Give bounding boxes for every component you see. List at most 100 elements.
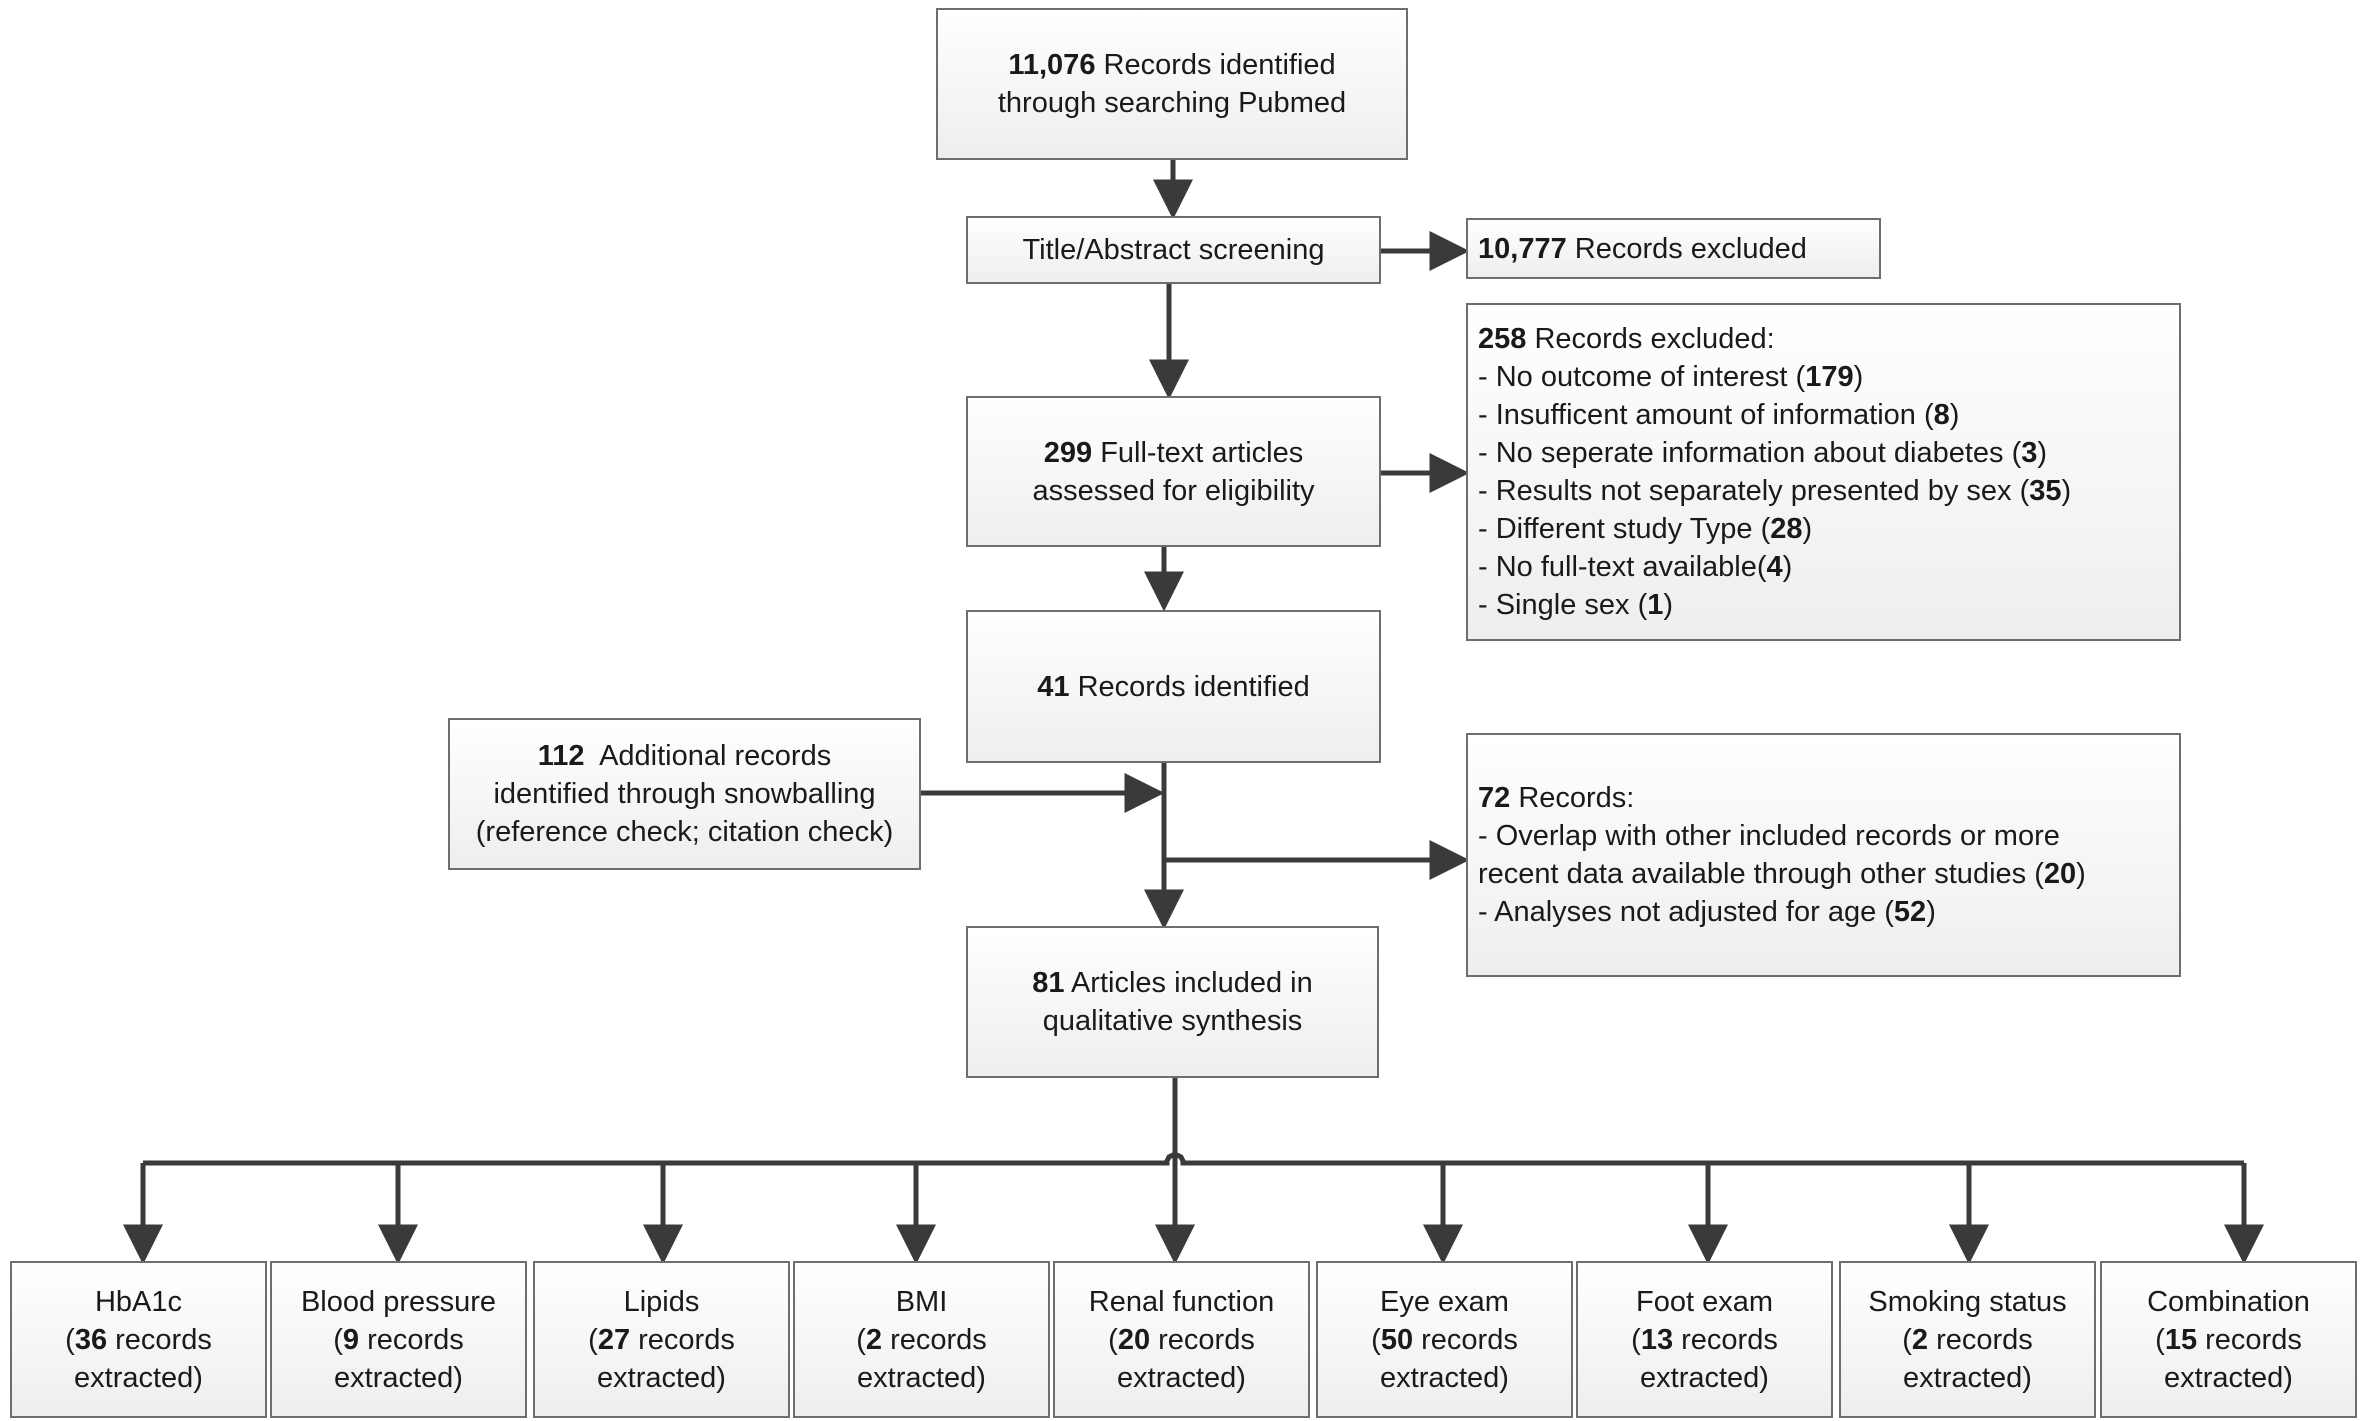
- outcome-box-renal-function: Renal function (20 records extracted): [1053, 1261, 1310, 1418]
- outcome-count-line: (27 records: [588, 1321, 735, 1359]
- exclusion-reason-count: 28: [1770, 513, 1803, 545]
- outcome-count-line: (9 records: [333, 1321, 464, 1359]
- paren-open: (: [1108, 1323, 1118, 1356]
- outcome-box-eye-exam: Eye exam (50 records extracted): [1316, 1261, 1573, 1418]
- exclusion-reason-close: ): [1802, 513, 1813, 545]
- outcome-count: 50: [1380, 1323, 1414, 1356]
- snowball-line-3: (reference check; citation check): [475, 816, 894, 848]
- identification-count: 11,076: [1008, 49, 1096, 81]
- outcome-name: HbA1c: [94, 1285, 183, 1318]
- records-word: records: [107, 1323, 212, 1356]
- records-word: records: [1928, 1323, 2033, 1356]
- fulltext-excluded-count: 258: [1478, 323, 1527, 355]
- outcome-box-lipids: Lipids (27 records extracted): [533, 1261, 790, 1418]
- exclusion-reason-count: 1: [1647, 589, 1664, 621]
- screening-excluded-count: 10,777: [1478, 232, 1567, 265]
- outcome-name: Blood pressure: [300, 1285, 497, 1318]
- outcome-name: BMI: [895, 1285, 948, 1318]
- included-line-2: qualitative synthesis: [1042, 1005, 1303, 1037]
- outcome-extracted: extracted): [74, 1361, 203, 1394]
- outcome-box-bmi: BMI (2 records extracted): [793, 1261, 1050, 1418]
- records-word: records: [1673, 1323, 1778, 1356]
- outcome-box-hba1c: HbA1c (36 records extracted): [10, 1261, 267, 1418]
- overlap-line-1: - Overlap with other included records or…: [1478, 820, 2060, 852]
- outcome-count-line: (20 records: [1108, 1321, 1255, 1359]
- exclusion-reason-text: - Insufficent amount of information (: [1478, 399, 1934, 431]
- outcome-extracted: extracted): [1380, 1361, 1509, 1394]
- snowball-box: 112 Additional records identified throug…: [448, 718, 921, 870]
- outcome-count-line: (13 records: [1631, 1321, 1778, 1359]
- exclusion-reason-text: - No outcome of interest (: [1478, 361, 1806, 393]
- outcome-box-blood-pressure: Blood pressure (9 records extracted): [270, 1261, 527, 1418]
- identified-line: 41 Records identified: [1037, 668, 1309, 706]
- outcome-box-combination: Combination (15 records extracted): [2100, 1261, 2357, 1418]
- identified-box: 41 Records identified: [966, 610, 1381, 763]
- included-count: 81: [1032, 967, 1065, 999]
- fulltext-excluded-box: 258 Records excluded: - No outcome of in…: [1466, 303, 2181, 641]
- exclusion-reason-text: - Results not separately presented by se…: [1478, 475, 2030, 507]
- snowball-text: Additional records: [584, 740, 832, 772]
- identification-text: Records identified: [1095, 49, 1336, 81]
- overlap-count: 72: [1478, 782, 1511, 814]
- outcome-count: 36: [74, 1323, 108, 1356]
- exclusion-reason-text: - Single sex (: [1478, 589, 1648, 621]
- outcome-name: Combination: [2147, 1285, 2310, 1318]
- outcome-box-foot-exam: Foot exam (13 records extracted): [1576, 1261, 1833, 1418]
- overlap-line-3-text: - Analyses not adjusted for age (: [1478, 896, 1894, 928]
- outcome-extracted: extracted): [2164, 1361, 2293, 1394]
- exclusion-reason-text: - Different study Type (: [1478, 513, 1771, 545]
- outcome-count: 13: [1640, 1323, 1674, 1356]
- paren-open: (: [1371, 1323, 1381, 1356]
- outcome-count-line: (2 records: [1902, 1321, 2033, 1359]
- outcome-name: Renal function: [1088, 1285, 1275, 1318]
- outcome-extracted: extracted): [1117, 1361, 1246, 1394]
- overlap-header: 72 Records:: [1478, 779, 1634, 817]
- overlap-line-2-close: ): [2076, 858, 2086, 890]
- outcome-extracted: extracted): [597, 1361, 726, 1394]
- exclusion-reason: - No outcome of interest (179): [1478, 358, 1863, 396]
- identification-line-1: 11,076 Records identified: [1008, 46, 1335, 84]
- exclusion-reason: - Different study Type (28): [1478, 510, 1812, 548]
- paren-open: (: [2155, 1323, 2165, 1356]
- records-word: records: [630, 1323, 735, 1356]
- outcome-box-smoking-status: Smoking status (2 records extracted): [1839, 1261, 2096, 1418]
- outcome-count: 15: [2164, 1323, 2198, 1356]
- exclusion-reason-count: 3: [2021, 437, 2038, 469]
- included-box: 81 Articles included in qualitative synt…: [966, 926, 1379, 1078]
- fulltext-line-2: assessed for eligibility: [1032, 474, 1315, 507]
- identification-box: 11,076 Records identified through search…: [936, 8, 1408, 160]
- overlap-line-3-close: ): [1926, 896, 1936, 928]
- exclusion-reason: - Single sex (1): [1478, 586, 1673, 624]
- overlap-header-text: Records:: [1510, 782, 1635, 814]
- screening-excluded-text: Records excluded: [1566, 232, 1807, 265]
- paren-open: (: [588, 1323, 598, 1356]
- snowball-count: 112: [537, 740, 585, 772]
- paren-open: (: [1631, 1323, 1641, 1356]
- records-word: records: [359, 1323, 464, 1356]
- exclusion-reason: - Insufficent amount of information (8): [1478, 396, 1959, 434]
- exclusion-reason: - Results not separately presented by se…: [1478, 472, 2071, 510]
- screening-excluded-box: 10,777 Records excluded: [1466, 218, 1881, 279]
- included-line-1: 81 Articles included in: [1032, 964, 1313, 1002]
- exclusion-reason: - No seperate information about diabetes…: [1478, 434, 2047, 472]
- outcome-extracted: extracted): [1903, 1361, 2032, 1394]
- outcome-count-line: (50 records: [1371, 1321, 1518, 1359]
- outcome-name: Eye exam: [1380, 1285, 1509, 1318]
- exclusion-reason-close: ): [1853, 361, 1864, 393]
- overlap-line-2: recent data available through other stud…: [1478, 855, 2086, 893]
- fulltext-box: 299 Full-text articles assessed for elig…: [966, 396, 1381, 547]
- overlap-line-3-count: 52: [1893, 896, 1927, 928]
- overlap-box: 72 Records: - Overlap with other include…: [1466, 733, 2181, 977]
- identified-text: Records identified: [1069, 670, 1310, 703]
- exclusion-reason-close: ): [1663, 589, 1674, 621]
- outcome-count: 2: [1911, 1323, 1929, 1356]
- exclusion-reason-count: 8: [1933, 399, 1950, 431]
- snowball-line-2: identified through snowballing: [493, 778, 876, 810]
- records-word: records: [2197, 1323, 2302, 1356]
- outcome-count: 27: [597, 1323, 631, 1356]
- outcome-count: 20: [1117, 1323, 1151, 1356]
- fulltext-text: Full-text articles: [1092, 436, 1304, 469]
- outcome-count: 9: [342, 1323, 360, 1356]
